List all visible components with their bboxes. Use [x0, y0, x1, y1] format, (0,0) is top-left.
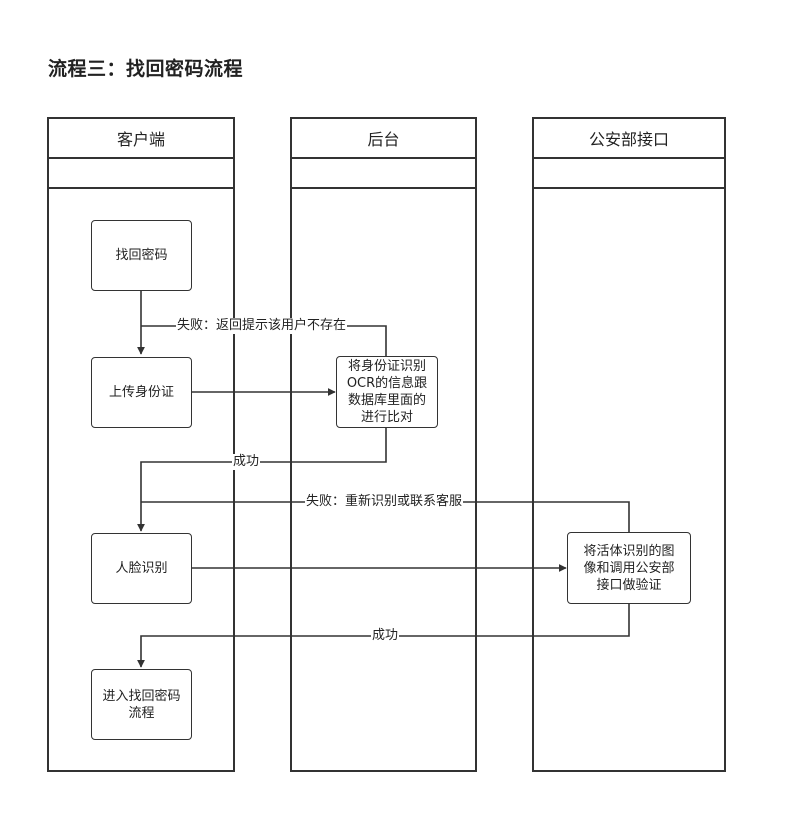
node-find-password: 找回密码 [91, 220, 192, 291]
lane-backend: 后台 [290, 117, 477, 772]
node-upload-id: 上传身份证 [91, 357, 192, 428]
lane-subheader-backend [292, 159, 475, 189]
edge-label-fail-reidentify: 失败：重新识别或联系客服 [305, 494, 464, 510]
lane-police-api: 公安部接口 [532, 117, 726, 772]
node-compare: 将身份证识别 OCR的信息跟 数据库里面的 进行比对 [336, 356, 438, 428]
edge-label-success-2: 成功 [371, 628, 400, 644]
lane-subheader-police-api [534, 159, 724, 189]
lane-subheader-client [49, 159, 233, 189]
lane-header-client: 客户端 [49, 119, 233, 159]
edge-label-fail-user-not-exist: 失败：返回提示该用户不存在 [176, 318, 348, 334]
node-verify: 将活体识别的图 像和调用公安部 接口做验证 [567, 532, 691, 604]
node-face-recognition: 人脸识别 [91, 533, 192, 604]
node-enter-flow: 进入找回密码 流程 [91, 669, 192, 740]
page-title: 流程三：找回密码流程 [48, 58, 244, 80]
lane-header-backend: 后台 [292, 119, 475, 159]
lane-header-police-api: 公安部接口 [534, 119, 724, 159]
edge-label-success-1: 成功 [232, 454, 261, 470]
